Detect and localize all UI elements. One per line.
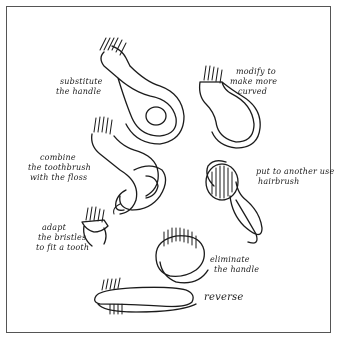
modify-label-line-3: curved (238, 87, 267, 96)
eliminate-label-line-1: eliminate (210, 255, 250, 264)
adapt-bristles-drawing: adapt the bristles to fit a tooth (36, 207, 108, 252)
combine-label-line-3: with the floss (30, 173, 87, 182)
eliminate-label-line-2: the handle (214, 265, 259, 274)
combine-floss-toothbrush-drawing: combine the toothbrush with the floss (28, 117, 166, 214)
reverse-label: reverse (204, 292, 244, 303)
modify-label-line-2: make more (230, 77, 277, 86)
substitute-label-line-2: the handle (56, 87, 101, 96)
substitute-toothbrush-drawing: substitute the handle (56, 38, 184, 144)
combine-label-line-2: the toothbrush (28, 163, 91, 172)
reverse-toothbrush-drawing: reverse (95, 278, 244, 314)
eliminate-handle-drawing: eliminate the handle (156, 228, 259, 283)
adapt-label-line-2: the bristles (38, 233, 86, 242)
substitute-label-line-1: substitute (60, 77, 103, 86)
adapt-label-line-3: to fit a tooth (36, 243, 89, 252)
adapt-label-line-1: adapt (42, 223, 67, 232)
hairbrush-drawing: put to another use hairbrush (206, 161, 334, 243)
modify-curved-toothbrush-drawing: modify to make more curved (200, 66, 278, 148)
put-to-another-use-label-line-1: put to another use (256, 167, 334, 176)
put-to-another-use-label-line-2: hairbrush (258, 177, 299, 186)
modify-label-line-1: modify to (236, 67, 276, 76)
combine-label-line-1: combine (40, 153, 76, 162)
